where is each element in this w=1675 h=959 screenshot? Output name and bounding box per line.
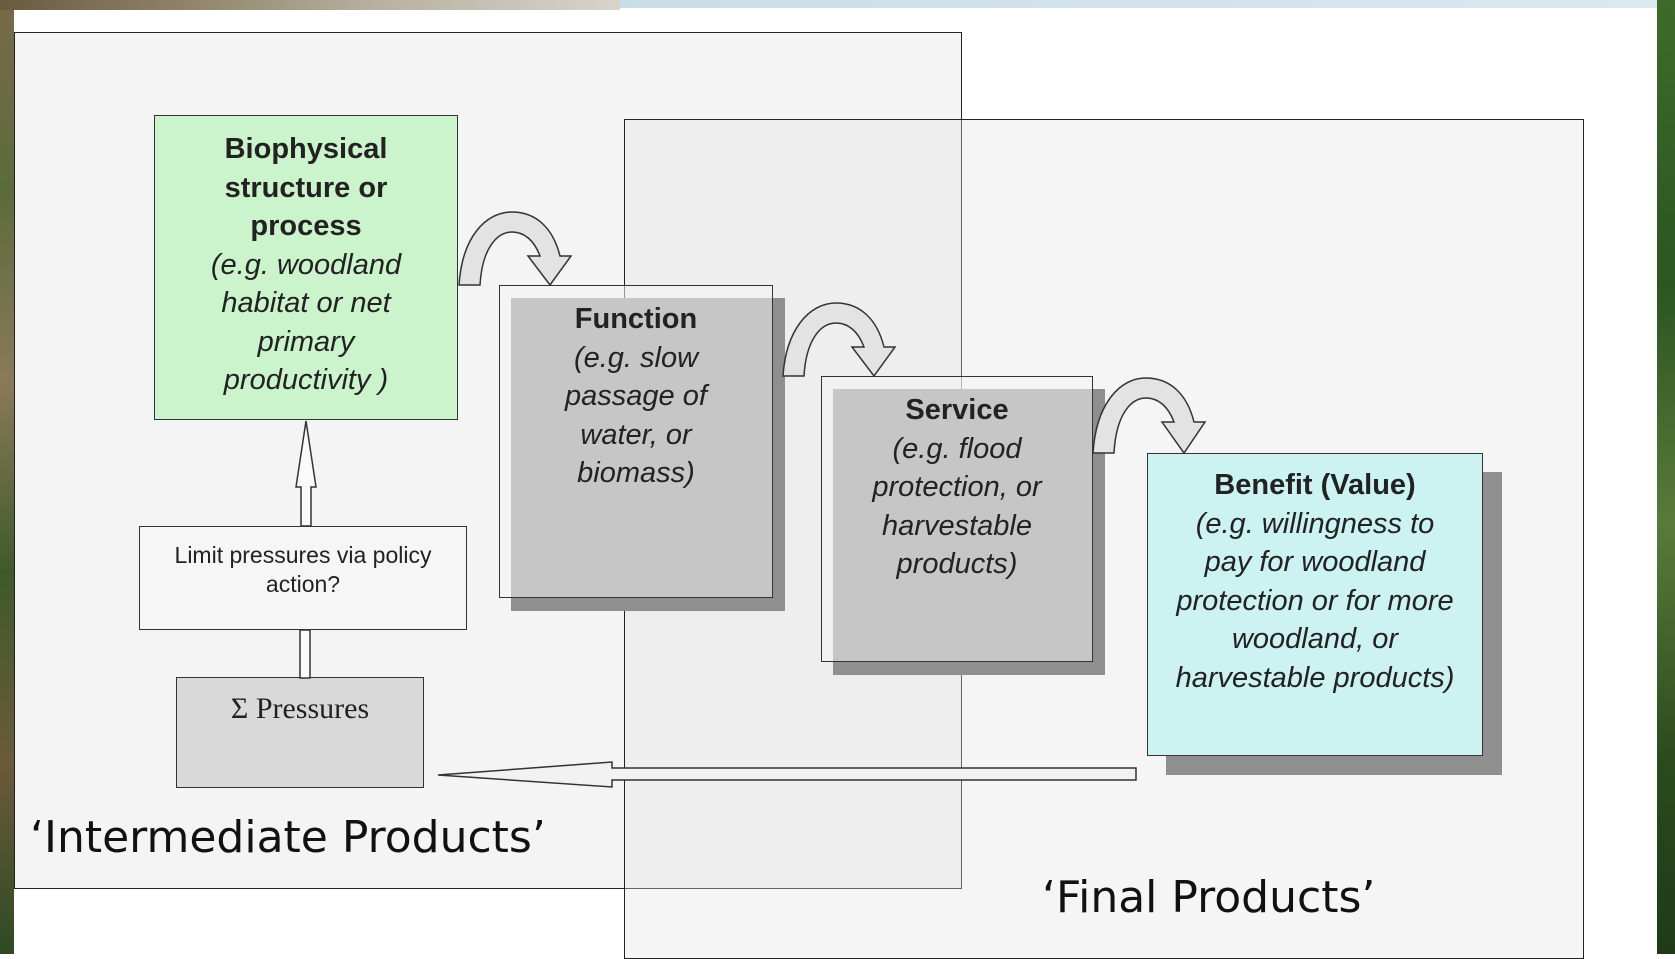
function-example: (e.g. slow passage of water, or biomass) [565,341,707,490]
final-products-label: ‘Final Products’ [1042,872,1376,923]
background-photo-top [0,0,620,10]
service-example: (e.g. flood protection, or harvestable p… [872,432,1042,581]
benefit-box: Benefit (Value) (e.g. willingness to pay… [1147,453,1483,756]
background-photo-right [1657,0,1675,954]
biophysical-title: Biophysical structure or process [224,133,388,243]
service-box: Service (e.g. flood protection, or harve… [821,376,1093,662]
limit-pressures-box: Limit pressures via policy action? [139,526,467,630]
intermediate-products-label: ‘Intermediate Products’ [30,812,546,863]
background-sky-top [620,0,1675,8]
benefit-title: Benefit (Value) [1214,469,1416,501]
biophysical-example: (e.g. woodland habitat or net primary pr… [210,248,402,397]
pressures-box: Σ Pressures [176,677,424,788]
benefit-example: (e.g. willingness to pay for woodland pr… [1175,507,1455,694]
biophysical-box: Biophysical structure or process (e.g. w… [154,115,458,420]
service-title: Service [905,394,1009,426]
pressures-text: Σ Pressures [230,692,370,725]
limit-pressures-text: Limit pressures via policy action? [174,542,432,597]
function-title: Function [574,303,698,335]
background-photo-left [0,0,14,954]
function-box: Function (e.g. slow passage of water, or… [499,285,773,598]
